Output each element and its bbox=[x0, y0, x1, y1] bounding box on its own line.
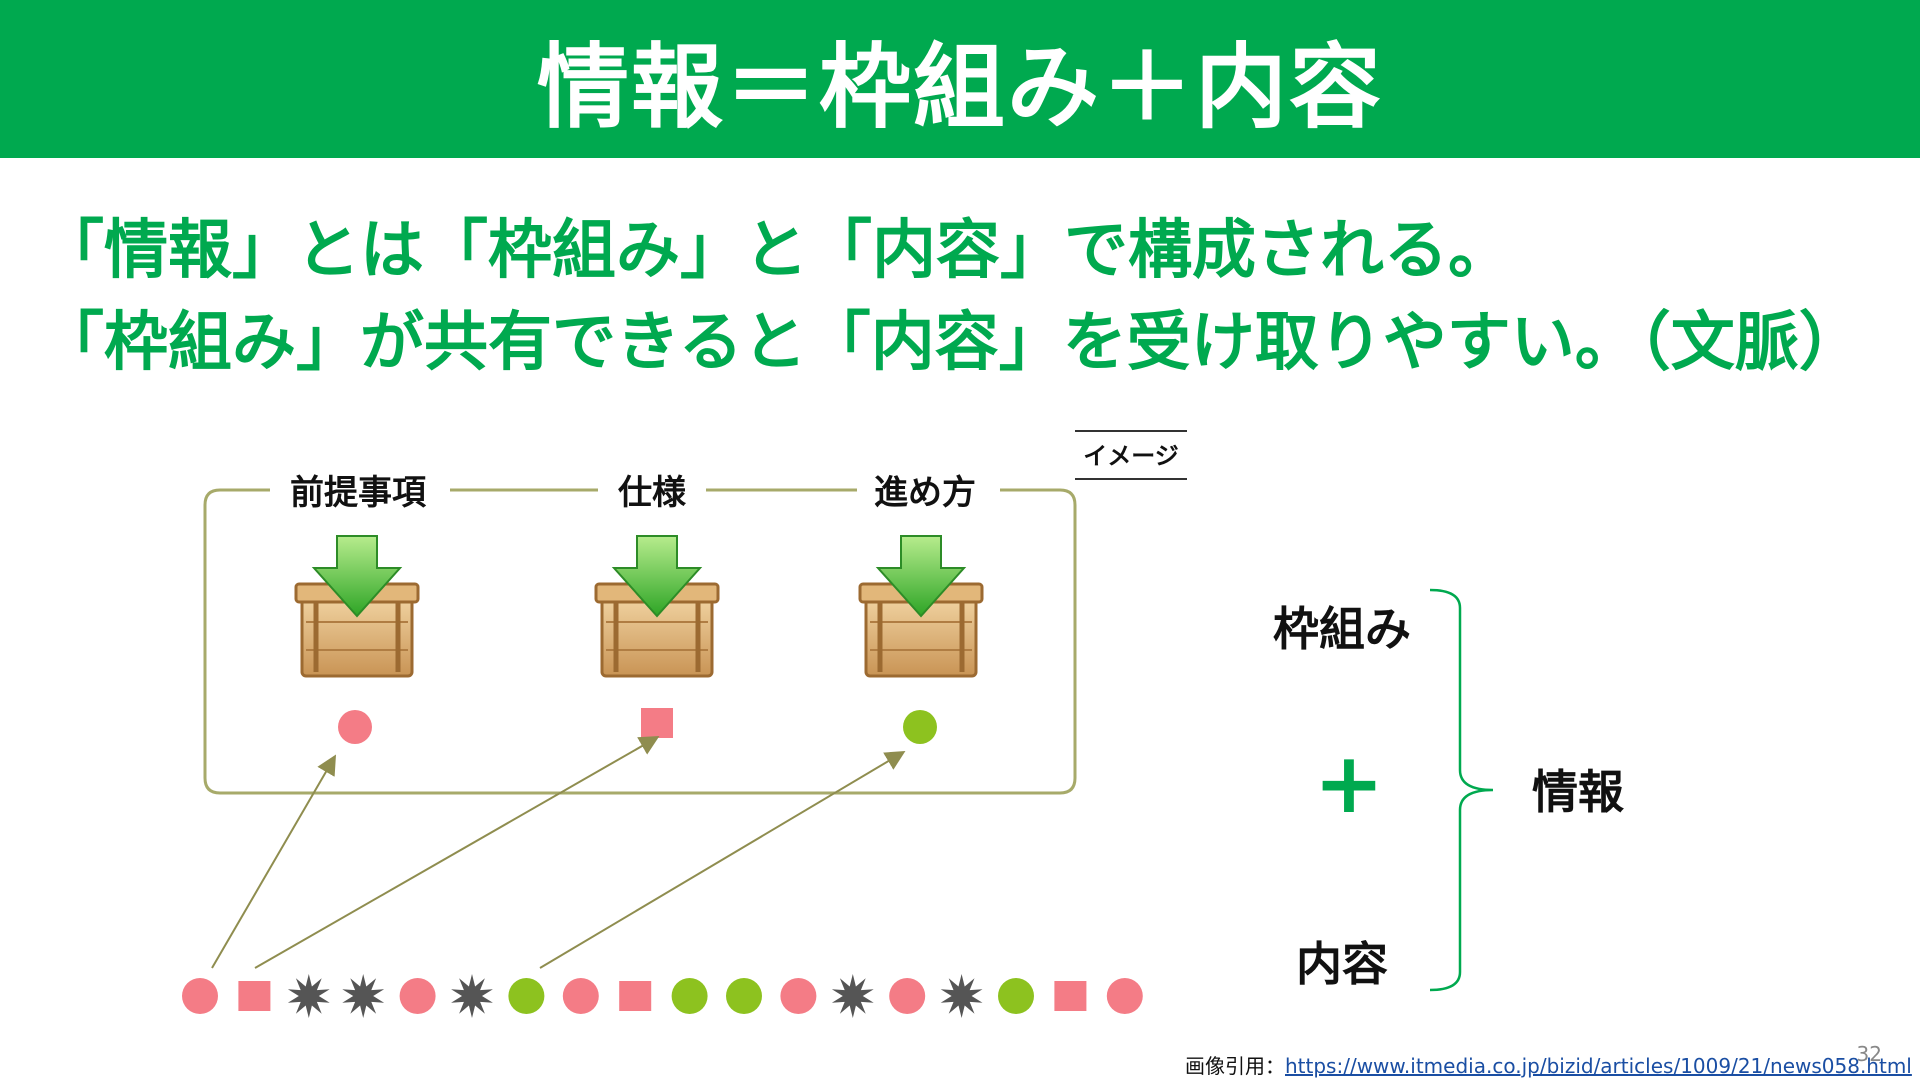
stream-token-circle-pink bbox=[1107, 978, 1143, 1014]
stream-token-square-pink bbox=[1054, 981, 1086, 1011]
stream-token-circle-green bbox=[726, 978, 762, 1014]
token-circle-green bbox=[903, 710, 937, 744]
token-circle-pink bbox=[338, 710, 372, 744]
stream-token-burst-gray bbox=[288, 974, 330, 1018]
connector-arrow bbox=[540, 753, 902, 968]
information-label: 情報 bbox=[1532, 765, 1624, 819]
page-number: 32 bbox=[1857, 1042, 1882, 1066]
frame-label-process: 進め方 bbox=[874, 473, 976, 513]
stream-token-square-pink bbox=[238, 981, 270, 1011]
stream-token-burst-gray bbox=[342, 974, 384, 1018]
token-square-pink bbox=[641, 708, 673, 738]
stream-token-circle-pink bbox=[889, 978, 925, 1014]
stream-token-circle-green bbox=[672, 978, 708, 1014]
plus-icon: + bbox=[1314, 734, 1384, 832]
stream-token-circle-pink bbox=[780, 978, 816, 1014]
curly-brace bbox=[1430, 590, 1493, 990]
framework-label: 枠組み bbox=[1273, 602, 1411, 656]
stream-token-burst-gray bbox=[941, 974, 983, 1018]
stream-token-circle-green bbox=[508, 978, 544, 1014]
connector-arrow bbox=[212, 758, 334, 968]
stream-token-circle-green bbox=[998, 978, 1034, 1014]
content-label: 内容 bbox=[1296, 937, 1388, 991]
connector-arrow bbox=[255, 738, 656, 968]
stream-token-circle-pink bbox=[563, 978, 599, 1014]
stream-token-burst-gray bbox=[451, 974, 493, 1018]
citation-prefix: 画像引用： bbox=[1185, 1054, 1285, 1078]
image-tag-label: イメージ bbox=[1083, 442, 1179, 470]
stream-token-circle-pink bbox=[400, 978, 436, 1014]
frame-label-spec: 仕様 bbox=[618, 473, 687, 513]
token-stream bbox=[182, 974, 1143, 1018]
stream-token-burst-gray bbox=[832, 974, 874, 1018]
stream-token-square-pink bbox=[619, 981, 651, 1011]
image-citation: 画像引用：https://www.itmedia.co.jp/bizid/art… bbox=[1185, 1050, 1912, 1079]
citation-link[interactable]: https://www.itmedia.co.jp/bizid/articles… bbox=[1285, 1054, 1912, 1078]
stream-token-circle-pink bbox=[182, 978, 218, 1014]
image-tag: イメージ bbox=[1075, 431, 1187, 479]
frame-label-premise: 前提事項 bbox=[290, 473, 427, 513]
